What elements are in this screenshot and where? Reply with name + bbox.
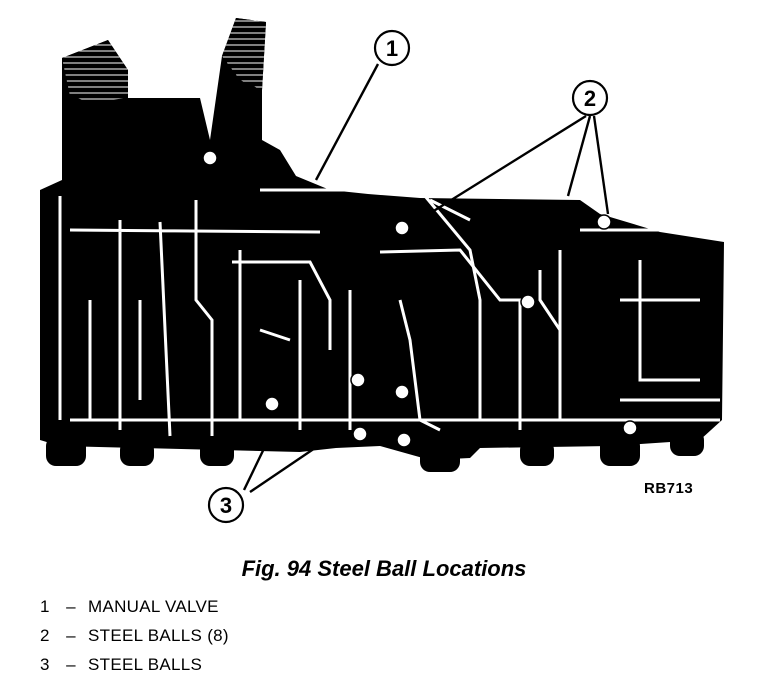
legend: 1–MANUAL VALVE 2–STEEL BALLS (8) 3–STEEL…: [40, 592, 229, 679]
figure-caption: Fig. 94 Steel Ball Locations: [241, 556, 527, 581]
callout-2: 2: [571, 79, 609, 117]
legend-number: 1: [40, 597, 50, 616]
callout-3: 3: [207, 486, 245, 524]
callout-number: 3: [220, 493, 232, 518]
legend-label: STEEL BALLS: [88, 655, 203, 674]
callout-number: 1: [386, 36, 398, 61]
figure-reference-code: RB713: [644, 480, 694, 497]
callout-number: 2: [584, 86, 596, 111]
legend-dash: –: [66, 655, 76, 674]
fluid-passages: [58, 188, 720, 437]
valve-body-illustration: 1 2 3: [40, 18, 724, 524]
legend-label: STEEL BALLS (8): [88, 626, 229, 645]
legend-dash: –: [66, 626, 76, 645]
legend-number: 3: [40, 655, 50, 674]
legend-item: 1–MANUAL VALVE: [40, 592, 229, 621]
valve-body: [40, 18, 724, 472]
legend-label: MANUAL VALVE: [88, 597, 219, 616]
leader-lines: [242, 63, 610, 493]
legend-number: 2: [40, 626, 50, 645]
steel-balls: [202, 150, 638, 448]
legend-dash: –: [66, 597, 76, 616]
callout-1: 1: [373, 29, 411, 67]
legend-item: 3–STEEL BALLS: [40, 650, 229, 679]
legend-item: 2–STEEL BALLS (8): [40, 621, 229, 650]
